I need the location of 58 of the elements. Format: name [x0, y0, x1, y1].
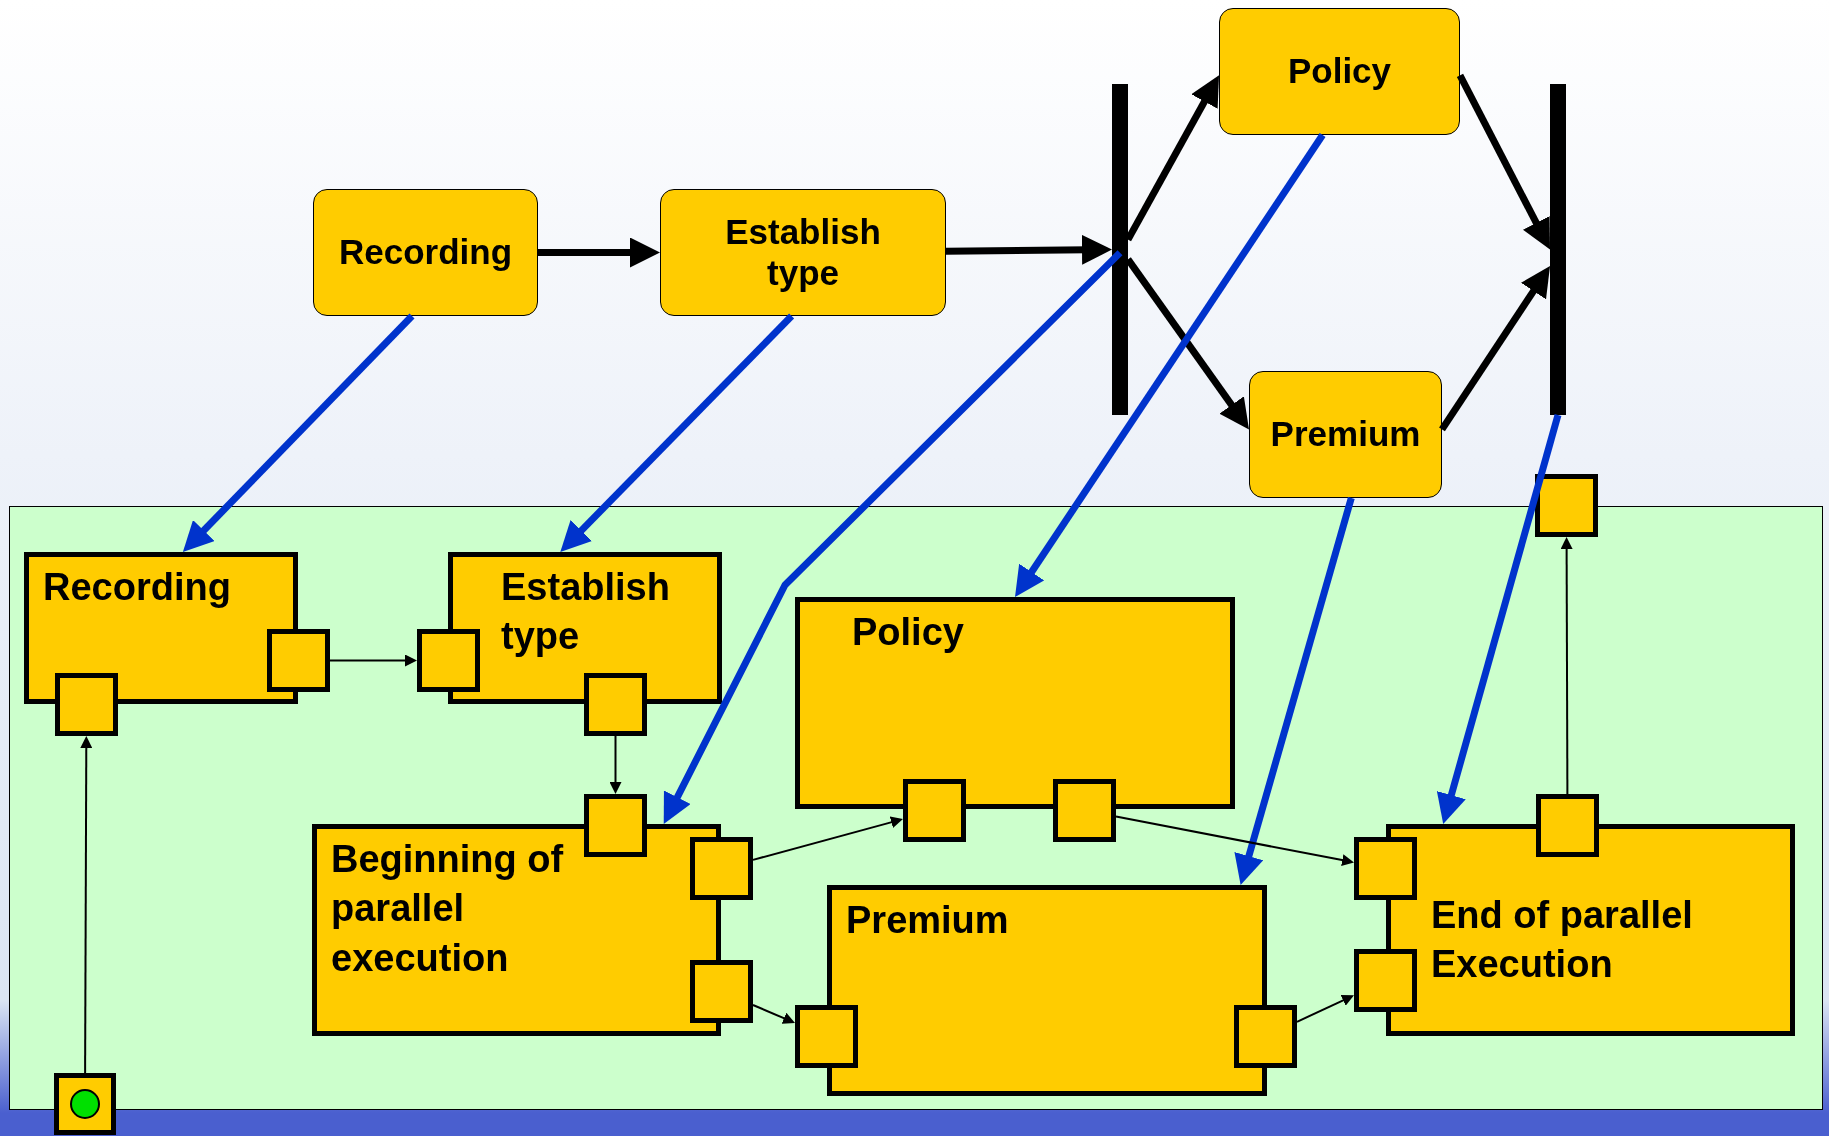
mapping-arrow — [1234, 497, 1355, 885]
mapping-arrow — [1015, 133, 1326, 597]
component-panel — [9, 506, 1823, 1110]
port-square — [690, 960, 753, 1023]
arrow — [609, 735, 622, 794]
component-box — [448, 552, 722, 704]
task-box — [660, 189, 946, 316]
port-square — [55, 673, 118, 736]
node-label: Policy — [852, 611, 964, 653]
arrow — [752, 1004, 796, 1024]
task-box — [1219, 8, 1460, 135]
mapping-arrow — [1436, 414, 1562, 824]
port-square — [1053, 779, 1116, 842]
fork-bar — [1112, 84, 1128, 415]
arrow — [1125, 257, 1249, 430]
component-box — [1386, 824, 1795, 1036]
arrow — [80, 736, 93, 1074]
node-label: Recording — [43, 566, 231, 608]
task-box — [1249, 371, 1442, 498]
port-square — [417, 629, 480, 692]
port-square — [1354, 837, 1417, 900]
port-square — [267, 629, 330, 692]
node-label: Establish type — [724, 212, 882, 293]
port-square — [690, 837, 753, 900]
arrow — [538, 237, 660, 268]
arrow — [1115, 815, 1355, 867]
node-label: Policy — [1287, 51, 1392, 92]
port-square — [584, 794, 647, 857]
component-box — [827, 885, 1267, 1096]
arrow — [752, 816, 903, 861]
node-label: End of parallel Execution — [1431, 894, 1693, 986]
port-square — [1354, 949, 1417, 1012]
port-square — [54, 1073, 116, 1135]
mapping-arrow — [182, 313, 415, 552]
mapping-arrow — [560, 313, 795, 553]
node-label: Establish type — [501, 566, 670, 658]
port-square — [1535, 474, 1598, 537]
port-square — [1536, 794, 1599, 857]
arrow — [1439, 266, 1551, 432]
node-label: Beginning of parallel execution — [331, 838, 564, 979]
join-bar — [1550, 84, 1566, 415]
component-box — [24, 552, 298, 704]
task-box — [313, 189, 538, 316]
component-box — [795, 597, 1235, 809]
port-square — [903, 779, 966, 842]
port-square — [584, 673, 647, 736]
node-label: Premium — [1270, 414, 1421, 455]
arrow — [329, 654, 417, 667]
arrow — [945, 234, 1112, 265]
port-square — [1234, 1005, 1297, 1068]
arrow — [1296, 994, 1354, 1023]
component-box — [312, 824, 721, 1036]
node-label: Recording — [338, 232, 513, 273]
mapping-arrow — [663, 250, 1123, 824]
node-label: Premium — [846, 899, 1009, 941]
arrow — [1456, 73, 1550, 250]
port-square — [795, 1005, 858, 1068]
arrow — [1560, 537, 1573, 795]
